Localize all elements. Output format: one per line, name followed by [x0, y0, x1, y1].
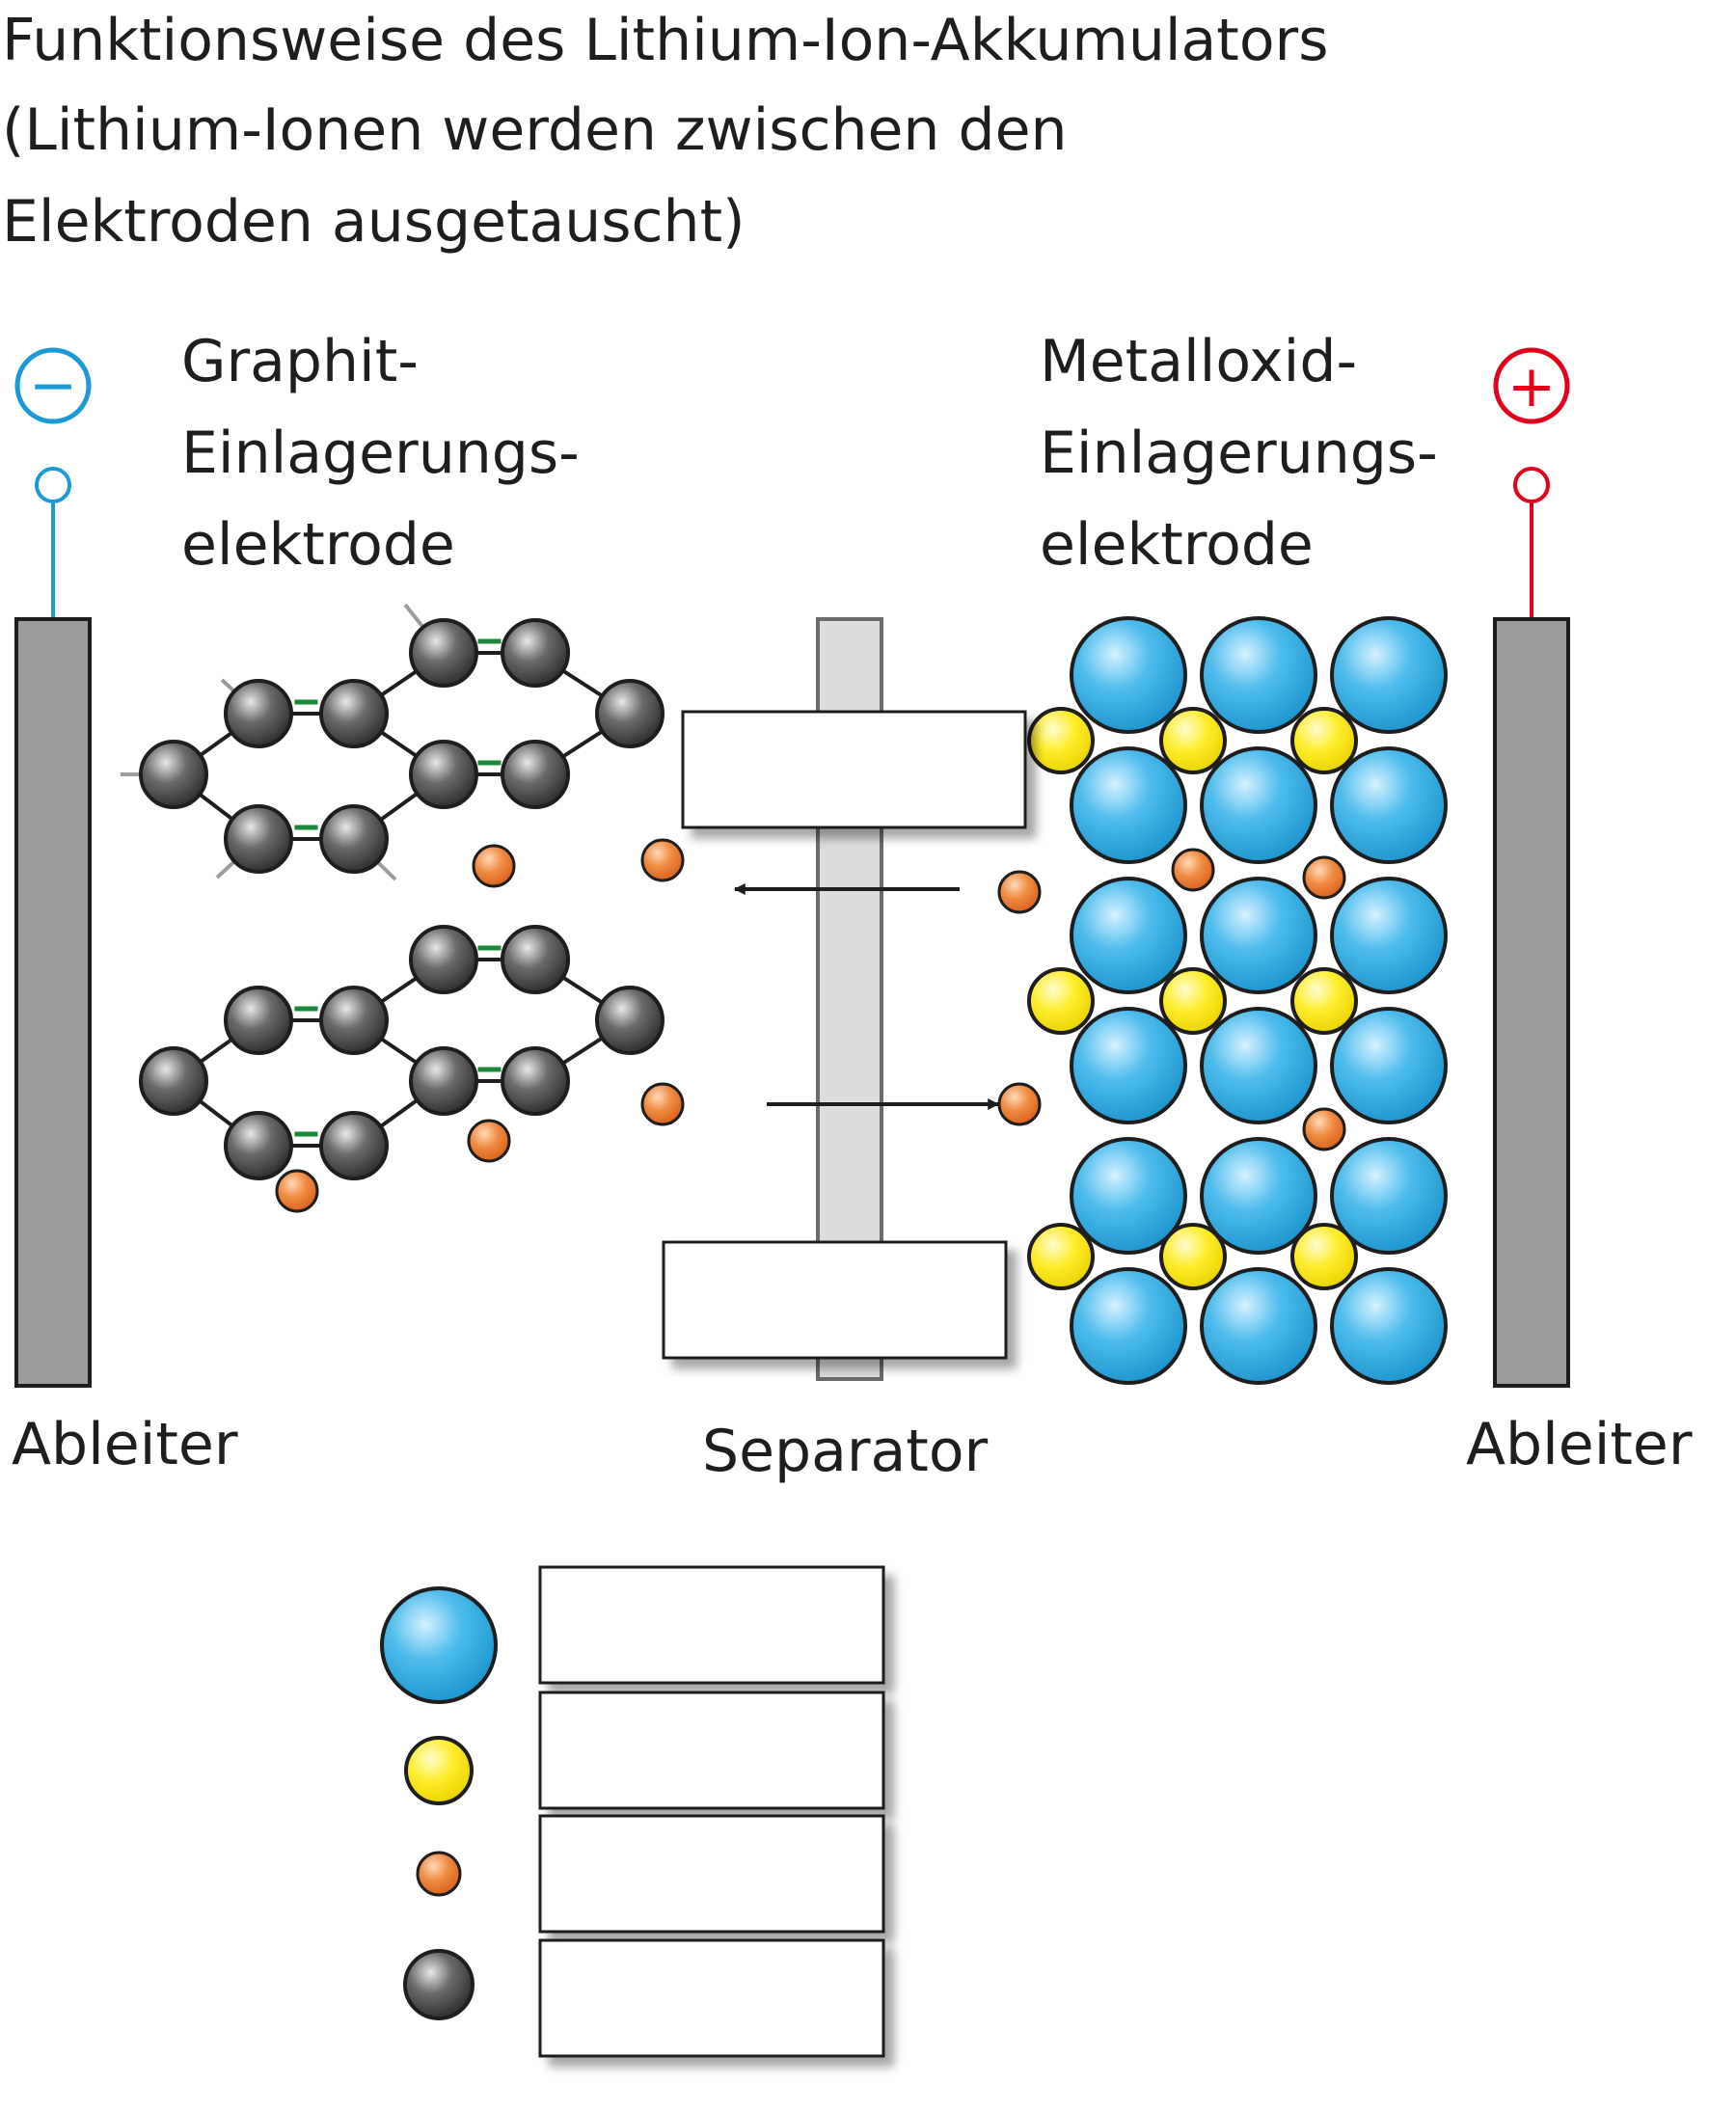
graphite-layer-2	[139, 925, 665, 1180]
lithium-ion	[275, 1169, 319, 1213]
metal-sphere	[1027, 967, 1095, 1035]
oxygen-sphere	[1070, 1007, 1187, 1124]
collector-label-left: Ableiter	[12, 1411, 238, 1478]
oxygen-sphere	[1330, 877, 1448, 994]
positive-symbol: +	[1507, 353, 1556, 420]
carbon-atom	[224, 986, 293, 1055]
legend-box-3	[538, 1814, 885, 1934]
carbon-atom	[409, 740, 478, 809]
carbon-atom	[224, 804, 293, 874]
carbon-atom	[224, 1111, 293, 1180]
lithium-ion	[997, 870, 1042, 914]
title-line-1: Funktionsweise des Lithium-Ion-Akkumulat…	[2, 7, 1328, 74]
legend-box-2	[538, 1691, 885, 1810]
metal-sphere	[1290, 707, 1358, 774]
lithium-ion	[472, 844, 516, 888]
carbon-atom	[409, 1046, 478, 1116]
lithium-ion	[467, 1119, 511, 1163]
oxygen-sphere	[1200, 746, 1317, 864]
carbon-atom	[139, 1046, 208, 1116]
metal-sphere	[1027, 1223, 1095, 1290]
carbon-atom	[139, 740, 208, 809]
cathode-label-line-3: elektrode	[1040, 511, 1314, 579]
legend-box-1	[538, 1565, 885, 1685]
title-line-3: Elektroden ausgetauscht)	[2, 188, 746, 256]
negative-terminal: −	[14, 347, 92, 619]
lithium-ion	[640, 1082, 685, 1126]
anode-label-line-2: Einlagerungs-	[181, 419, 580, 487]
legend-box-4	[538, 1938, 885, 2058]
separator-label: Separator	[702, 1418, 989, 1485]
oxygen-sphere	[1070, 616, 1187, 734]
carbon-atom	[595, 679, 665, 748]
oxygen-sphere	[1070, 1267, 1187, 1385]
lithium-ion	[1302, 855, 1346, 900]
oxygen-sphere	[1070, 877, 1187, 994]
oxygen-sphere	[1330, 1267, 1448, 1385]
oxygen-sphere	[1070, 746, 1187, 864]
carbon-atom	[501, 740, 570, 809]
collector-label-right: Ableiter	[1466, 1411, 1693, 1478]
current-collector-right	[1493, 617, 1570, 1388]
oxygen-sphere	[1200, 1267, 1317, 1385]
carbon-atom	[595, 986, 665, 1055]
carbon-atom	[501, 1046, 570, 1116]
current-collector-left	[14, 617, 92, 1388]
metal-sphere	[1159, 707, 1227, 774]
oxygen-sphere	[1330, 616, 1448, 734]
carbon-atom	[501, 618, 570, 688]
positive-connector-icon	[1513, 467, 1550, 503]
metal-sphere	[1159, 1223, 1227, 1290]
lithium-ion	[1171, 848, 1215, 892]
carbon-atom	[319, 679, 389, 748]
lithium-ion	[640, 838, 685, 882]
legend	[380, 1565, 885, 2058]
graphite-layers	[121, 603, 665, 1180]
carbon-atom	[501, 925, 570, 994]
metal-sphere-icon	[404, 1736, 474, 1805]
negative-connector-icon	[35, 467, 71, 503]
carbon-atom-icon	[403, 1949, 475, 2020]
minus-sign-icon	[14, 347, 92, 424]
oxygen-sphere	[1200, 616, 1317, 734]
carbon-atom	[224, 679, 293, 748]
lithium-ion	[1302, 1107, 1346, 1151]
lithium-ion	[997, 1082, 1042, 1126]
carbon-atom	[409, 925, 478, 994]
plus-sign-icon	[1493, 347, 1570, 424]
negative-symbol: −	[29, 352, 77, 419]
metal-oxide-lattice	[1027, 616, 1448, 1385]
oxygen-sphere-icon	[380, 1586, 498, 1704]
oxygen-sphere	[1200, 1007, 1317, 1124]
carbon-atom	[409, 618, 478, 688]
anode-label-line-3: elektrode	[181, 511, 455, 579]
oxygen-sphere	[1330, 1007, 1448, 1124]
title-line-2: (Lithium-Ionen werden zwischen den	[2, 96, 1068, 164]
oxygen-sphere	[1330, 746, 1448, 864]
lithium-ion-icon	[416, 1851, 462, 1897]
cathode-label-line-1: Metalloxid-	[1040, 328, 1357, 395]
anode-label-line-1: Graphit-	[181, 328, 419, 395]
carbon-atom	[319, 1111, 389, 1180]
oxygen-sphere	[1330, 1137, 1448, 1255]
oxygen-sphere	[1200, 877, 1317, 994]
metal-sphere	[1290, 1223, 1358, 1290]
blank-label-box-lower	[662, 1240, 1008, 1360]
lithium-ions	[275, 838, 1346, 1213]
metal-sphere	[1027, 707, 1095, 774]
graphite-layer-1	[121, 603, 665, 881]
blank-label-box-upper	[681, 710, 1027, 829]
positive-terminal: +	[1493, 347, 1570, 619]
cathode-label-line-2: Einlagerungs-	[1040, 419, 1438, 487]
carbon-atom	[319, 986, 389, 1055]
metal-sphere	[1290, 967, 1358, 1035]
carbon-atom	[319, 804, 389, 874]
oxygen-sphere	[1070, 1137, 1187, 1255]
oxygen-sphere	[1200, 1137, 1317, 1255]
metal-sphere	[1159, 967, 1227, 1035]
